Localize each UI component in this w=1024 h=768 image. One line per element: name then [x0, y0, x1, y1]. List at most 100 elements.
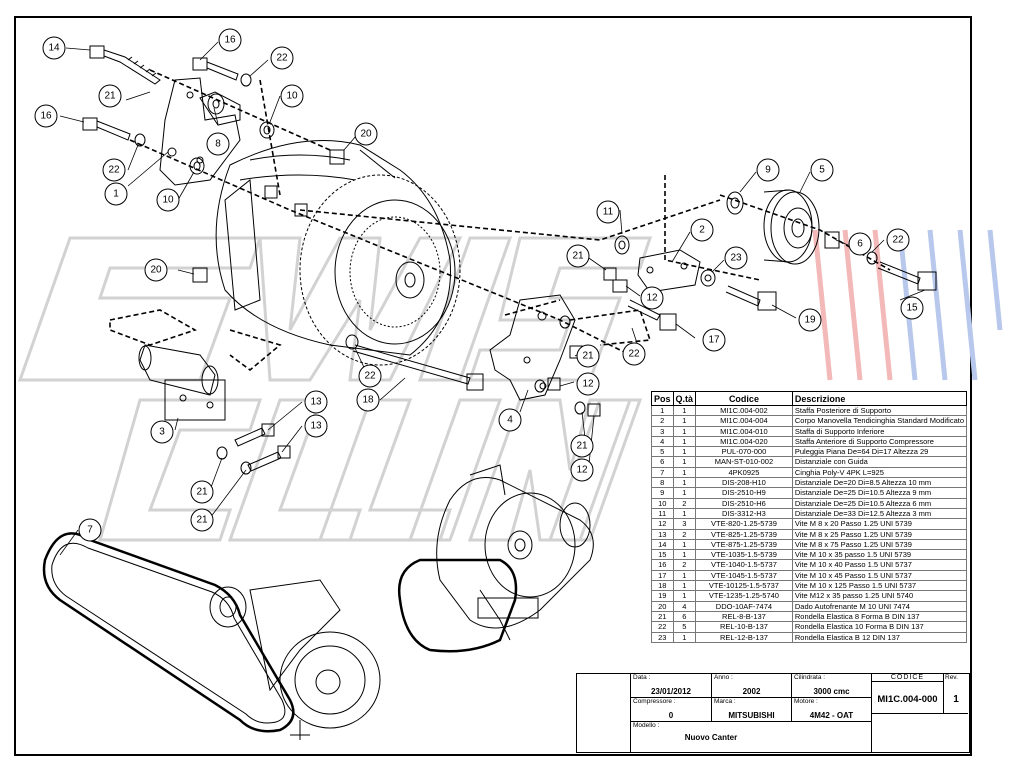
cell-pos: 22 — [651, 621, 674, 633]
callout-13-top: 13 — [304, 390, 328, 414]
model-cell: Modello :Nuovo Canter — [631, 722, 872, 752]
cell-qty: 1 — [672, 487, 697, 499]
cell-pos: 12 — [651, 518, 674, 530]
cell-qty: 1 — [672, 456, 697, 468]
cell-desc: Distanziale De=25 Di=10.5 Altezza 9 mm — [791, 487, 968, 499]
cell-pos: 8 — [651, 477, 674, 489]
callout-9: 9 — [756, 158, 780, 182]
cell-pos: 7 — [651, 466, 674, 479]
title-block-spacer — [577, 674, 631, 752]
date-cell: Data :23/01/2012 — [631, 674, 712, 698]
cell-pos: 15 — [651, 549, 674, 561]
header-pos: Pos — [651, 391, 674, 406]
cell-code: MI1C.004-020 — [695, 435, 793, 448]
callout-22-top: 22 — [270, 46, 294, 70]
header-qty: Q.tà — [672, 391, 697, 406]
cell-qty: 6 — [672, 610, 697, 623]
front-bracket — [489, 294, 576, 401]
cell-qty: 1 — [672, 631, 697, 643]
rear-bracket — [159, 77, 241, 186]
cell-code: REL-10-B-137 — [695, 621, 793, 633]
svg-text:5: 5 — [819, 165, 825, 176]
blank-cell — [872, 714, 968, 752]
assembled-view — [397, 464, 594, 653]
cell-qty: 1 — [672, 569, 697, 582]
cell-qty: 2 — [672, 559, 697, 571]
cell-code: REL-8-B-137 — [695, 610, 793, 623]
cell-desc: Cinghia Poly-V 4PK L=925 — [791, 466, 968, 479]
callout-21-bottom: 21 — [570, 434, 594, 458]
bolt-19 — [725, 285, 777, 311]
cell-code: VTE-10125-1.5-5737 — [695, 580, 793, 592]
cell-pos: 21 — [651, 610, 674, 623]
svg-text:4: 4 — [507, 415, 513, 426]
svg-text:9: 9 — [765, 165, 771, 176]
callout-11: 11 — [596, 200, 620, 224]
cell-qty: 1 — [672, 538, 697, 551]
cell-desc: Vite M 8 x 20 Passo 1.25 UNI 5739 — [791, 518, 968, 530]
bolt-16-top — [192, 57, 239, 81]
callout-3: 3 — [150, 420, 174, 444]
cell-desc: Rondella Elastica 8 Forma B DIN 137 — [791, 610, 968, 623]
bolt-15 — [877, 261, 937, 291]
lower-bracket — [138, 344, 226, 421]
cell-pos: 13 — [651, 528, 674, 540]
svg-text:21: 21 — [196, 487, 208, 498]
callout-8: 8 — [206, 132, 230, 156]
callout-15: 15 — [900, 296, 924, 320]
pulley — [763, 189, 820, 265]
cell-desc: Vite M 10 x 45 Passo 1.5 UNI 5737 — [791, 569, 968, 582]
svg-text:12: 12 — [646, 293, 658, 304]
cell-code: VTE-1040-1.5-5737 — [695, 559, 793, 571]
callout-20-left: 20 — [144, 258, 168, 282]
svg-text:10: 10 — [162, 195, 174, 206]
svg-text:21: 21 — [576, 441, 588, 452]
cell-pos: 11 — [651, 507, 674, 520]
bolt-17 — [627, 299, 677, 331]
cell-code: DIS-208-H10 — [695, 477, 793, 489]
cell-code: MI1C.004-002 — [695, 404, 793, 417]
cell-pos: 18 — [651, 580, 674, 592]
callout-16-top: 16 — [218, 28, 242, 52]
callout-12-mid: 12 — [640, 286, 664, 310]
callout-5: 5 — [810, 158, 834, 182]
cell-desc: Distanziale con Guida — [791, 456, 968, 468]
callout-21-left-a: 21 — [190, 480, 214, 504]
callout-12-lower: 12 — [576, 372, 600, 396]
cell-qty: 1 — [672, 590, 697, 602]
cell-qty: 4 — [672, 600, 697, 612]
svg-text:21: 21 — [572, 251, 584, 262]
callout-23: 23 — [724, 246, 748, 270]
cell-desc: Vite M 8 x 25 Passo 1.25 UNI 5739 — [791, 528, 968, 540]
callout-7: 7 — [78, 518, 102, 542]
cell-code: DIS-3312-H3 — [695, 507, 793, 520]
svg-text:16: 16 — [224, 35, 236, 46]
callout-13-bottom: 13 — [304, 414, 328, 438]
svg-text:22: 22 — [892, 235, 904, 246]
callout-10-top: 10 — [280, 84, 304, 108]
callout-21-left-b: 21 — [190, 508, 214, 532]
cell-pos: 19 — [651, 590, 674, 602]
callout-22-bottom: 22 — [358, 364, 382, 388]
cell-qty: 3 — [672, 518, 697, 530]
drawing-frame — [14, 16, 972, 756]
cell-code: MI1C.004-010 — [695, 425, 793, 437]
table-header-row: Pos Q.tà Codice Descrizione — [651, 391, 968, 406]
compressor-cell: Compressore :0 — [631, 698, 712, 722]
callout-21-top: 21 — [98, 84, 122, 108]
brand-cell: Marca :MITSUBISHI — [712, 698, 792, 722]
cell-qty: 2 — [672, 497, 697, 509]
cell-pos: 10 — [651, 497, 674, 509]
callout-12-bottom: 12 — [570, 458, 594, 482]
callout-1: 1 — [104, 182, 128, 206]
